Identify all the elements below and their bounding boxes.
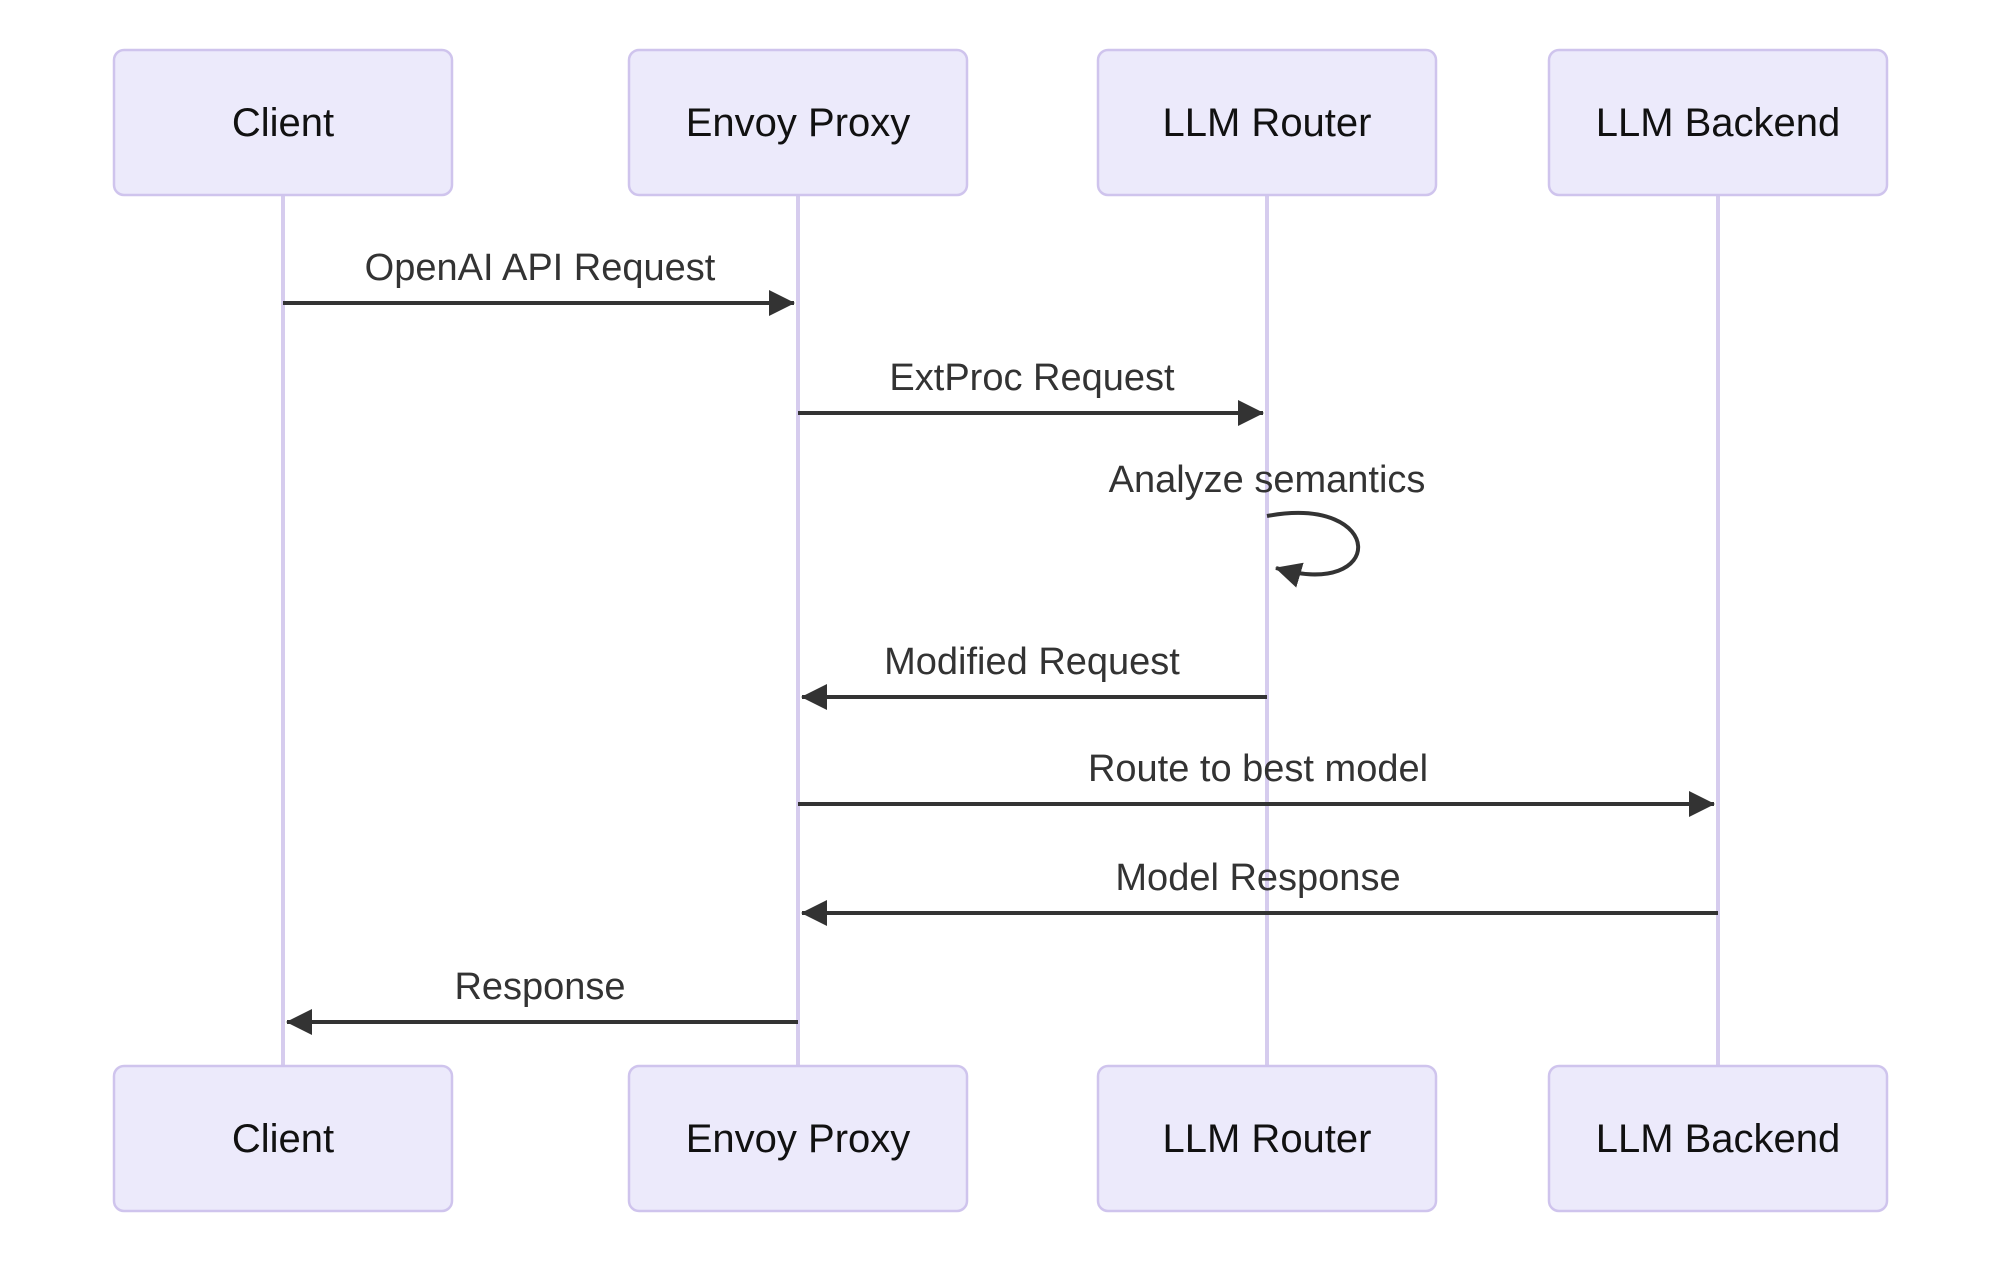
actor-label-envoy-proxy: Envoy Proxy bbox=[686, 1117, 911, 1161]
actor-top-envoy-proxy: Envoy Proxy bbox=[627, 48, 969, 197]
actor-label-llm-router: LLM Router bbox=[1163, 1117, 1372, 1161]
message-extproc-request: ExtProc Request bbox=[798, 357, 1264, 426]
actor-bottom-llm-backend: LLM Backend bbox=[1547, 1064, 1889, 1213]
message-response: Response bbox=[286, 966, 798, 1035]
message-route-to-best-model: Route to best model bbox=[798, 748, 1715, 817]
actor-bottom-envoy-proxy: Envoy Proxy bbox=[627, 1064, 969, 1213]
self-loop-arrow bbox=[1266, 511, 1361, 588]
message-model-response: Model Response bbox=[801, 857, 1718, 926]
actor-box bbox=[627, 1064, 969, 1213]
message-label: Route to best model bbox=[1088, 748, 1428, 790]
actor-label-envoy-proxy: Envoy Proxy bbox=[686, 101, 911, 145]
actor-top-llm-backend: LLM Backend bbox=[1547, 48, 1889, 197]
message-label: ExtProc Request bbox=[889, 357, 1175, 399]
actor-box bbox=[1096, 1064, 1438, 1213]
actor-bottom-client: Client bbox=[112, 1064, 454, 1213]
actor-label-client: Client bbox=[232, 1117, 334, 1161]
message-label: Response bbox=[454, 966, 625, 1008]
actor-label-llm-backend: LLM Backend bbox=[1596, 1117, 1841, 1161]
message-label: Analyze semantics bbox=[1109, 459, 1426, 501]
actor-box bbox=[112, 1064, 454, 1213]
actor-box bbox=[1547, 48, 1889, 197]
actor-label-client: Client bbox=[232, 101, 334, 145]
actor-box bbox=[1096, 48, 1438, 197]
actor-top-llm-router: LLM Router bbox=[1096, 48, 1438, 197]
actor-label-llm-router: LLM Router bbox=[1163, 101, 1372, 145]
actor-bottom-llm-router: LLM Router bbox=[1096, 1064, 1438, 1213]
actor-top-client: Client bbox=[112, 48, 454, 197]
message-label: Modified Request bbox=[884, 641, 1180, 683]
actor-box bbox=[1547, 1064, 1889, 1213]
message-analyze-semantics: Analyze semantics bbox=[1109, 459, 1426, 588]
actor-label-llm-backend: LLM Backend bbox=[1596, 101, 1841, 145]
actor-box bbox=[112, 48, 454, 197]
actor-box bbox=[627, 48, 969, 197]
message-label: OpenAI API Request bbox=[365, 247, 716, 289]
message-modified-request: Modified Request bbox=[801, 641, 1267, 710]
message-openai-api-request: OpenAI API Request bbox=[283, 247, 795, 316]
message-label: Model Response bbox=[1115, 857, 1400, 899]
